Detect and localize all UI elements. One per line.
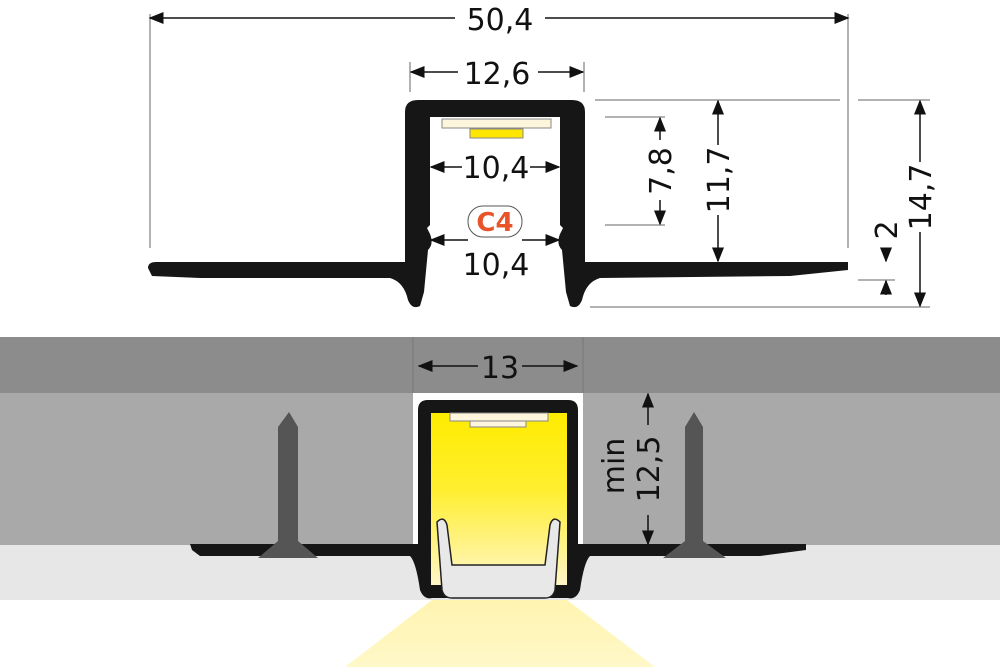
dim-led-depth: 7,8 <box>644 147 679 195</box>
diffuser-code-badge <box>467 205 523 238</box>
dim-min-depth: 12,5 <box>632 436 667 503</box>
installation-view: 13 min 12,5 <box>0 337 1000 667</box>
profile-cross-section: 50,4 12,6 10,4 C4 10,4 7,8 11,7 2 14,7 <box>148 2 939 308</box>
dim-outer-width: 12,6 <box>464 57 531 92</box>
led-chip <box>469 128 524 139</box>
screw-right-icon <box>663 412 726 558</box>
dim-total-height: 14,7 <box>904 164 939 231</box>
light-beam <box>345 600 655 667</box>
screw-left-icon <box>258 412 318 558</box>
dim-inner-width-bottom: 10,4 <box>463 248 530 283</box>
lit-interior <box>431 413 567 585</box>
dim-cutout-width: 13 <box>481 351 519 386</box>
dim-inner-width-top: 10,4 <box>463 151 530 186</box>
diffuser-code: C4 <box>476 208 513 238</box>
dim-flange-thickness: 2 <box>870 220 905 239</box>
diffuser-c4 <box>436 518 561 599</box>
dim-min-label: min <box>597 438 632 495</box>
dim-overall-width: 50,4 <box>467 3 534 38</box>
led-strip-pcb <box>441 118 552 129</box>
led-strip-pcb <box>449 412 549 422</box>
dim-inner-height: 11,7 <box>702 147 737 214</box>
led-chip <box>469 420 527 428</box>
